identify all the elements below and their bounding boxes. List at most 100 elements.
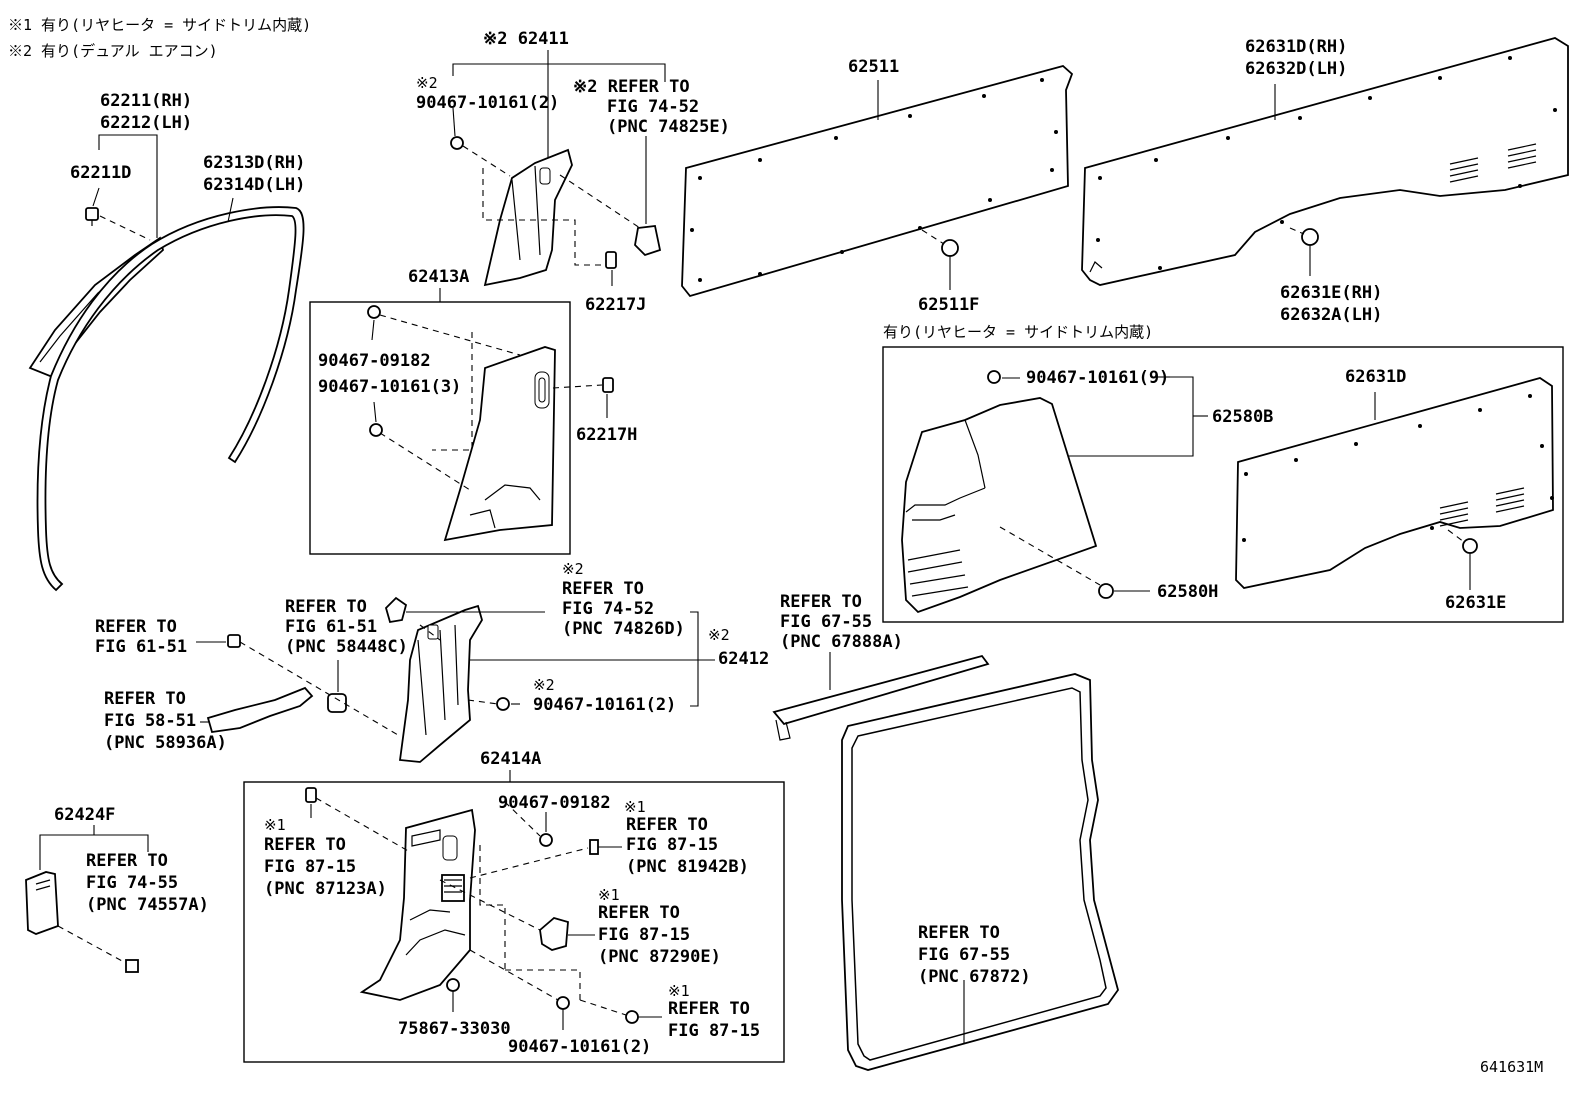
label-fig-61-51a: FIG 61-51 (95, 637, 187, 657)
door-opening-weatherstrip[interactable] (36, 206, 305, 592)
label-62511f: 62511F (918, 295, 979, 315)
label-fig-87-15a: FIG 87-15 (626, 835, 718, 855)
bolt-75867-33030[interactable] (446, 978, 460, 992)
mark2-62412: ※2 (708, 626, 730, 644)
trim-panel-62511[interactable] (681, 65, 1074, 298)
cap-58448c[interactable] (327, 693, 347, 713)
label-refer-to-67-55a: REFER TO (780, 592, 862, 612)
label-refer-to-87-15c: REFER TO (598, 903, 680, 923)
label-pnc-87290e: (PNC 87290E) (598, 947, 721, 967)
label-refer-to-74-55: REFER TO (86, 851, 168, 871)
label-62631e-rh: 62631E(RH) (1280, 283, 1382, 303)
switch-87290e[interactable] (539, 917, 569, 951)
group-box-rear-heater (882, 346, 1564, 623)
clip-90467-09182-lower[interactable] (539, 833, 553, 847)
label-90467-09182-box: 90467-09182 (318, 351, 431, 371)
label-62631d-rh: 62631D(RH) (1245, 37, 1347, 57)
label-fig-67-55a: FIG 67-55 (780, 612, 872, 632)
mark2-middle-clip: ※2 (533, 676, 555, 694)
label-refer-to-61-51b: REFER TO (285, 597, 367, 617)
slide-door-weatherstrip[interactable] (841, 673, 1119, 1071)
clip-62631e-rh[interactable] (1301, 228, 1319, 246)
center-pillar-lower-garnish[interactable] (443, 346, 556, 542)
label-pnc-74826d: (PNC 74826D) (562, 619, 685, 639)
label-fig-87-15c: FIG 87-15 (598, 925, 690, 945)
clip-62217h[interactable] (602, 377, 614, 393)
label-62414a: 62414A (480, 749, 541, 769)
label-pnc-67888a: (PNC 67888A) (780, 632, 903, 652)
cover-74825e[interactable] (634, 225, 662, 257)
label-fig-67-55b: FIG 67-55 (918, 945, 1010, 965)
label-pnc-74825e: (PNC 74825E) (607, 117, 730, 137)
clip-90467-10161-box[interactable] (369, 423, 383, 437)
label-90467-10161-2-upper: 90467-10161(2) (416, 93, 559, 113)
label-62580b: 62580B (1212, 407, 1273, 427)
label-refer-to-58-51: REFER TO (104, 689, 186, 709)
label-90467-10161-9: 90467-10161(9) (1026, 368, 1169, 388)
clip-90467-10161-middle[interactable] (496, 697, 510, 711)
center-pillar-upper-garnish[interactable] (483, 148, 573, 287)
seat-belt-anchor-58936a[interactable] (206, 686, 314, 734)
label-pnc-58448c: (PNC 58448C) (285, 637, 408, 657)
mark1-87290e: ※1 (598, 886, 620, 904)
label-62217j: 62217J (585, 295, 646, 315)
label-pnc-67872: (PNC 67872) (918, 967, 1031, 987)
mark2-74826d: ※2 (562, 560, 584, 578)
clip-87123a[interactable] (305, 787, 317, 803)
clip-90467-10161-lower[interactable] (556, 996, 570, 1010)
clip-62217j[interactable] (605, 251, 617, 269)
label-90467-09182-lower: 90467-09182 (498, 793, 611, 813)
label-fig-74-52b: FIG 74-52 (562, 599, 654, 619)
clip-62211d[interactable] (85, 207, 99, 226)
label-fig-87-15b: FIG 87-15 (264, 857, 356, 877)
clip-refer-87-15[interactable] (625, 1010, 639, 1024)
clip-90467-09182-box[interactable] (367, 305, 381, 319)
quarter-trim-lower-62414a[interactable] (359, 808, 476, 1001)
bolt-refer-61-51[interactable] (227, 634, 241, 648)
connector-81942b[interactable] (589, 839, 599, 855)
clip-62580h[interactable] (1098, 583, 1114, 599)
label-62424f: 62424F (54, 805, 115, 825)
clip-90467-10161-upper[interactable] (450, 136, 464, 150)
clip-62631e[interactable] (1462, 538, 1478, 554)
rear-heater-trim-62580b[interactable] (901, 397, 1098, 614)
label-62217h: 62217H (576, 425, 637, 445)
label-62413a: 62413A (408, 267, 469, 287)
label-refer-to-61-51a: REFER TO (95, 617, 177, 637)
clip-62511f[interactable] (941, 239, 959, 257)
label-rear-heater-box: 有り(リヤヒータ = サイドトリム内蔵) (883, 323, 1153, 341)
label-62211-rh: 62211(RH) (100, 91, 192, 111)
center-pillar-garnish-62412[interactable] (398, 604, 483, 763)
figure-id: 641631M (1480, 1058, 1543, 1076)
cover-74557a[interactable] (125, 959, 139, 973)
scuff-plate-67888a[interactable] (772, 654, 990, 741)
label-62211d: 62211D (70, 163, 131, 183)
label-62313d-rh: 62313D(RH) (203, 153, 305, 173)
mark2-upper-clip: ※2 (416, 74, 438, 92)
label-refer-to-74-52: ※2 REFER TO (573, 77, 690, 97)
label-90467-10161-2-lower: 90467-10161(2) (508, 1037, 651, 1057)
label-62631e: 62631E (1445, 593, 1506, 613)
label-62411: ※2 62411 (483, 29, 569, 49)
clip-90467-10161-9[interactable] (987, 370, 1001, 384)
cover-74826d[interactable] (384, 596, 408, 624)
label-75867-33030: 75867-33030 (398, 1019, 511, 1039)
label-62511: 62511 (848, 57, 899, 77)
quarter-trim-panel-62631d-rh[interactable] (1081, 37, 1569, 286)
label-62580h: 62580H (1157, 582, 1218, 602)
cover-62424f[interactable] (25, 871, 59, 935)
label-fig-74-55: FIG 74-55 (86, 873, 178, 893)
note-rear-heater: ※1 有り(リヤヒータ = サイドトリム内蔵) (8, 16, 311, 34)
label-90467-10161-3: 90467-10161(3) (318, 377, 461, 397)
label-refer-to-87-15b: REFER TO (264, 835, 346, 855)
label-pnc-74557a: (PNC 74557A) (86, 895, 209, 915)
label-refer-to-74-52b: REFER TO (562, 579, 644, 599)
label-fig-74-52: FIG 74-52 (607, 97, 699, 117)
quarter-trim-panel-62631d[interactable] (1235, 377, 1554, 589)
label-62632a-lh: 62632A(LH) (1280, 305, 1382, 325)
mark1-refer-87-15d: ※1 (668, 982, 690, 1000)
label-62212-lh: 62212(LH) (100, 113, 192, 133)
label-fig-87-15d: FIG 87-15 (668, 1021, 760, 1041)
label-62632d-lh: 62632D(LH) (1245, 59, 1347, 79)
